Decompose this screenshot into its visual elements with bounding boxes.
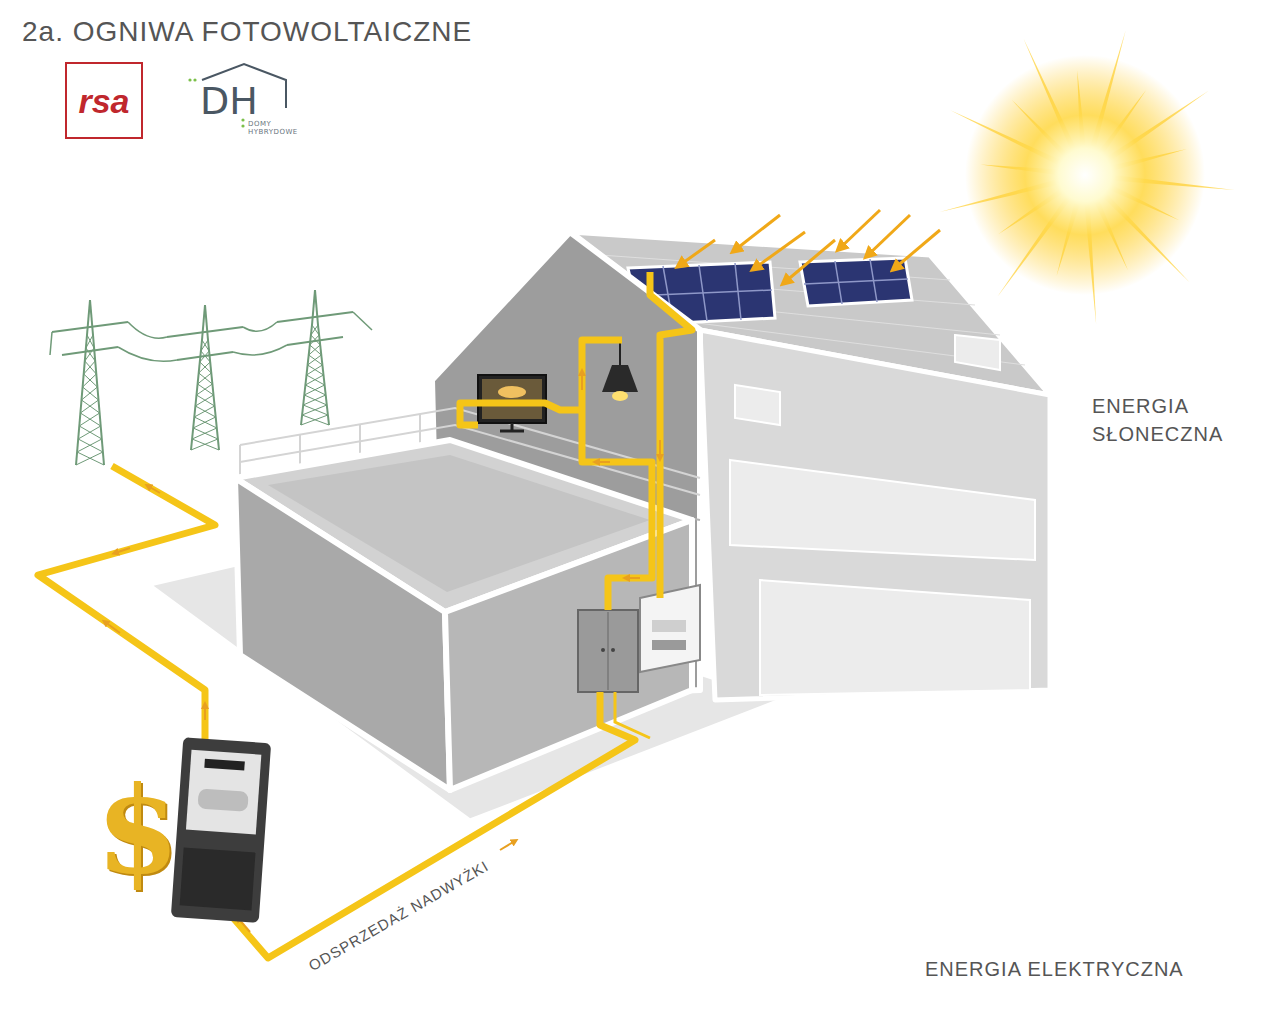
pylon-lattice [305, 385, 325, 395]
pylon-lattice [79, 426, 102, 439]
pylon-lattice [305, 375, 323, 385]
logo-text: rsa [78, 84, 129, 118]
pylon-arm [277, 312, 353, 322]
power-line [353, 312, 372, 330]
electrical-cabinet [578, 610, 638, 692]
pylon-lattice [308, 355, 322, 365]
power-line [118, 347, 177, 361]
pylon-lattice [197, 384, 213, 395]
pylon-lattice [78, 439, 103, 452]
pylon-lattice [308, 365, 324, 375]
pylon-lattice [200, 362, 212, 373]
pylon-arm [52, 322, 128, 332]
electricity-meter [171, 737, 271, 923]
power-line [50, 332, 52, 355]
pylon-lattice [201, 340, 208, 351]
logo-letters: DH [200, 82, 258, 120]
pylon-lattice [310, 345, 322, 355]
sun-rays [940, 31, 1235, 325]
energy-label: ENERGIA SŁONECZNA [1092, 392, 1242, 448]
wire-label: ODSPRZEDAŻ NADWYŻKI [305, 856, 491, 973]
pylon-lattice [192, 439, 219, 450]
pylon-arm [287, 337, 343, 345]
pylon-lattice [199, 362, 211, 373]
pylon-top [315, 290, 318, 325]
pylon-lattice [80, 413, 100, 426]
pylon-lattice [311, 325, 318, 335]
power-line [243, 322, 277, 331]
pylon-lattice [309, 355, 323, 365]
pylon-lattice [80, 400, 98, 413]
pylon-arm [62, 347, 118, 355]
pylon-arm [177, 352, 233, 360]
pylon-lattice [83, 374, 97, 387]
logo-house: DHDOMY HYBRYDOWE [188, 62, 316, 144]
pylon-lattice [194, 417, 217, 428]
pylon-lattice [303, 405, 328, 415]
pylon-lattice [198, 373, 212, 384]
lamp [602, 340, 638, 401]
green-dot [188, 78, 191, 81]
pylon-lattice [82, 400, 100, 413]
logo-box: rsa [65, 62, 143, 139]
green-dot [193, 78, 196, 81]
pylon-lattice [195, 406, 215, 417]
pylon-lattice [87, 335, 94, 348]
pylon-lattice [79, 413, 99, 426]
thin-wire [615, 692, 650, 738]
pylon-lattice [307, 375, 325, 385]
pylon-lattice [312, 325, 319, 335]
power-line [233, 345, 287, 355]
pylon-lattice [77, 452, 104, 465]
inverter [640, 585, 700, 672]
power-wires [38, 272, 692, 958]
pylon-top [90, 300, 93, 335]
side-wall [700, 330, 1050, 700]
power-line [128, 322, 167, 338]
pylon-lattice [304, 395, 327, 405]
pylon-lattice [309, 345, 321, 355]
pylon-lattice [84, 374, 98, 387]
pylon-lattice [82, 387, 98, 400]
pylon-lattice [198, 384, 214, 395]
logo-subtitle: DOMY HYBRYDOWE [248, 120, 292, 137]
pylon-lattice [78, 426, 101, 439]
pylon-lattice [199, 373, 213, 384]
pylon-top [205, 305, 208, 340]
pylon-arm [167, 327, 243, 337]
diagram-title: 2a. OGNIWA FOTOWOLTAICZNE [22, 16, 472, 48]
pylon-lattice [195, 395, 213, 406]
pylon-lattice [193, 428, 218, 439]
sun [965, 55, 1205, 295]
power-pylons [50, 290, 372, 465]
flow-arrows [105, 372, 660, 932]
currency-symbol: $ [96, 770, 180, 890]
green-dot [241, 124, 244, 127]
pylon-lattice [84, 361, 96, 374]
pylon-lattice [307, 365, 323, 375]
garage-left-wall [235, 478, 450, 790]
pylon-lattice [194, 406, 214, 417]
pylon-lattice [83, 387, 99, 400]
pylon-lattice [85, 361, 97, 374]
pylon-lattice [77, 439, 102, 452]
pylon-lattice [202, 340, 209, 351]
pylon-lattice [197, 395, 215, 406]
pylon-lattice [302, 415, 329, 425]
side-windows [730, 335, 1035, 695]
sunlight-arrows [680, 210, 940, 282]
energy-label: ENERGIA ELEKTRYCZNA [925, 958, 1184, 981]
pylon-lattice [86, 335, 93, 348]
